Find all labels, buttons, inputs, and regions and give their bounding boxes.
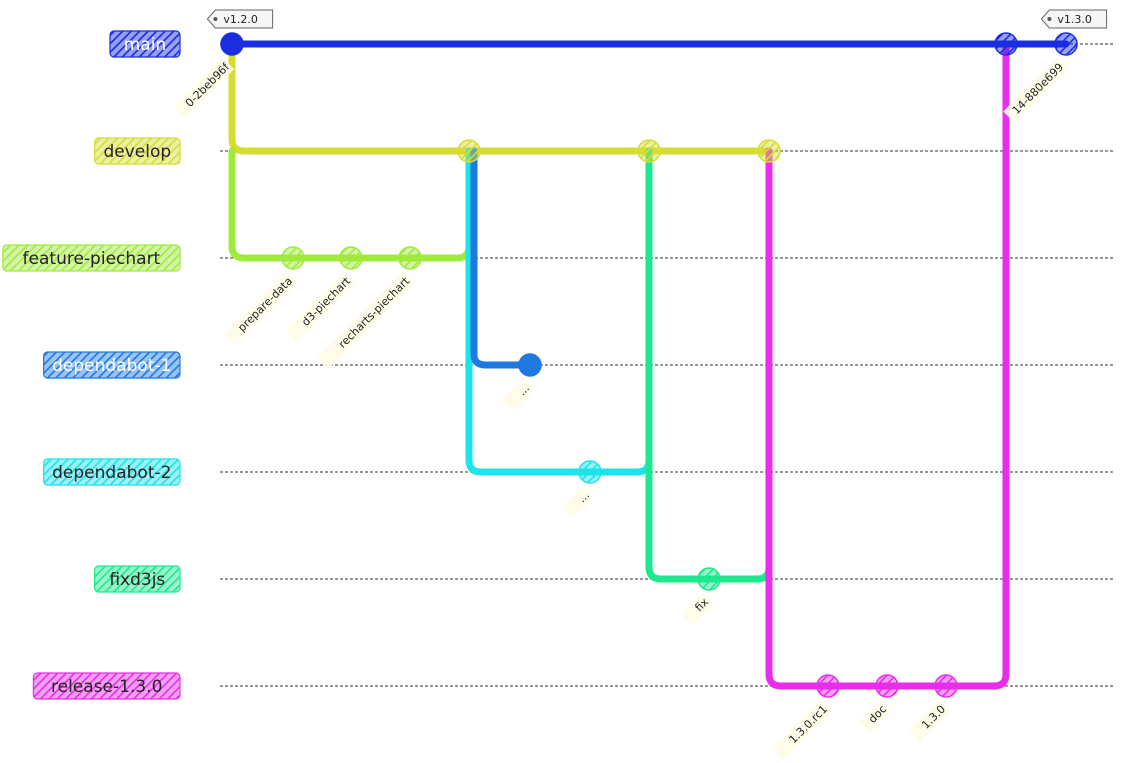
tag-hole-icon	[213, 17, 218, 21]
branch-label-text: release-1.3.0	[51, 677, 162, 697]
commit-label-text: 0-2beb96f	[183, 60, 233, 110]
branch-label-text: fixd3js	[109, 570, 165, 590]
branch-label-dependabot-1: dependabot-1	[42, 351, 181, 379]
commit-c7[interactable]	[637, 139, 661, 163]
branch-label-box	[32, 672, 181, 700]
branch-label-dependabot-2: dependabot-2	[42, 458, 181, 486]
commit-c13[interactable]	[994, 32, 1018, 56]
commit-c3[interactable]	[398, 246, 422, 270]
commit-label-c1: prepare-data	[222, 271, 298, 347]
branch-label-text: main	[124, 35, 166, 55]
branch-label-text: dependabot-2	[52, 463, 171, 483]
branch-label-box	[42, 351, 181, 379]
commit-c10[interactable]	[816, 674, 840, 698]
tag-hole-icon	[1047, 17, 1052, 21]
tag-text: v1.3.0	[1057, 13, 1092, 26]
commit-label-c8: fix	[680, 592, 714, 626]
branch-label-main: main	[109, 30, 181, 58]
edge-develop	[228, 40, 773, 155]
commit-label-c11: doc	[858, 699, 892, 733]
commit-c11[interactable]	[875, 674, 899, 698]
commit-label-c12: 1.3.0	[908, 699, 951, 742]
branch-label-text: feature-piechart	[23, 249, 161, 269]
lane-guides	[220, 43, 1113, 687]
branch-label-release-1.3.0: release-1.3.0	[32, 672, 181, 700]
commit-c5[interactable]	[518, 353, 542, 377]
commit-c0[interactable]	[220, 32, 244, 56]
commit-label-text: prepare-data	[235, 275, 295, 335]
branch-label-box	[93, 137, 181, 165]
commit-c2[interactable]	[339, 246, 363, 270]
branch-label-box	[2, 244, 181, 272]
commit-nodes	[220, 32, 1078, 698]
commit-label-c0: 0-2beb96f	[173, 57, 235, 119]
tag-v1.2.0: v1.2.0	[206, 9, 274, 29]
tag-labels: v1.2.0 v1.3.0	[206, 9, 1108, 29]
tag-v1.3.0: v1.3.0	[1040, 9, 1108, 29]
commit-label-c10: 1.3.0.rc1	[771, 699, 833, 761]
branch-label-box	[93, 565, 181, 593]
tag-text: v1.2.0	[223, 13, 258, 26]
commit-label-text: 14-880e699	[1010, 61, 1066, 117]
commit-c14[interactable]	[1054, 32, 1078, 56]
commit-c4[interactable]	[457, 139, 481, 163]
commit-label-c6: ...	[561, 485, 595, 519]
branch-labels: main develop feature-piechart dependabot-1 d…	[2, 30, 181, 700]
commit-c12[interactable]	[934, 674, 958, 698]
commit-label-text: 1.3.0.rc1	[786, 703, 830, 747]
branch-label-box	[109, 30, 181, 58]
branch-label-text: dependabot-1	[52, 356, 171, 376]
branch-label-develop: develop	[93, 137, 181, 165]
branch-edges	[228, 40, 1070, 690]
tag-shape	[206, 9, 274, 29]
commit-c1[interactable]	[281, 246, 305, 270]
branch-label-text: develop	[103, 142, 171, 162]
commit-label-c5: ...	[501, 378, 535, 412]
branch-label-box	[42, 458, 181, 486]
branch-label-fixd3js: fixd3js	[93, 565, 181, 593]
commit-c8[interactable]	[697, 567, 721, 591]
tag-shape	[1040, 9, 1108, 29]
branch-label-feature-piechart: feature-piechart	[2, 244, 181, 272]
commit-c9[interactable]	[757, 139, 781, 163]
edge-dependabot-2	[465, 147, 653, 476]
edge-feature-piechart	[228, 147, 473, 262]
edge-dependabot-1	[470, 147, 534, 369]
commit-c6[interactable]	[578, 460, 602, 484]
commit-label-c14: 14-880e699	[1003, 57, 1069, 123]
commit-label-text: d3-piechart	[299, 274, 353, 328]
